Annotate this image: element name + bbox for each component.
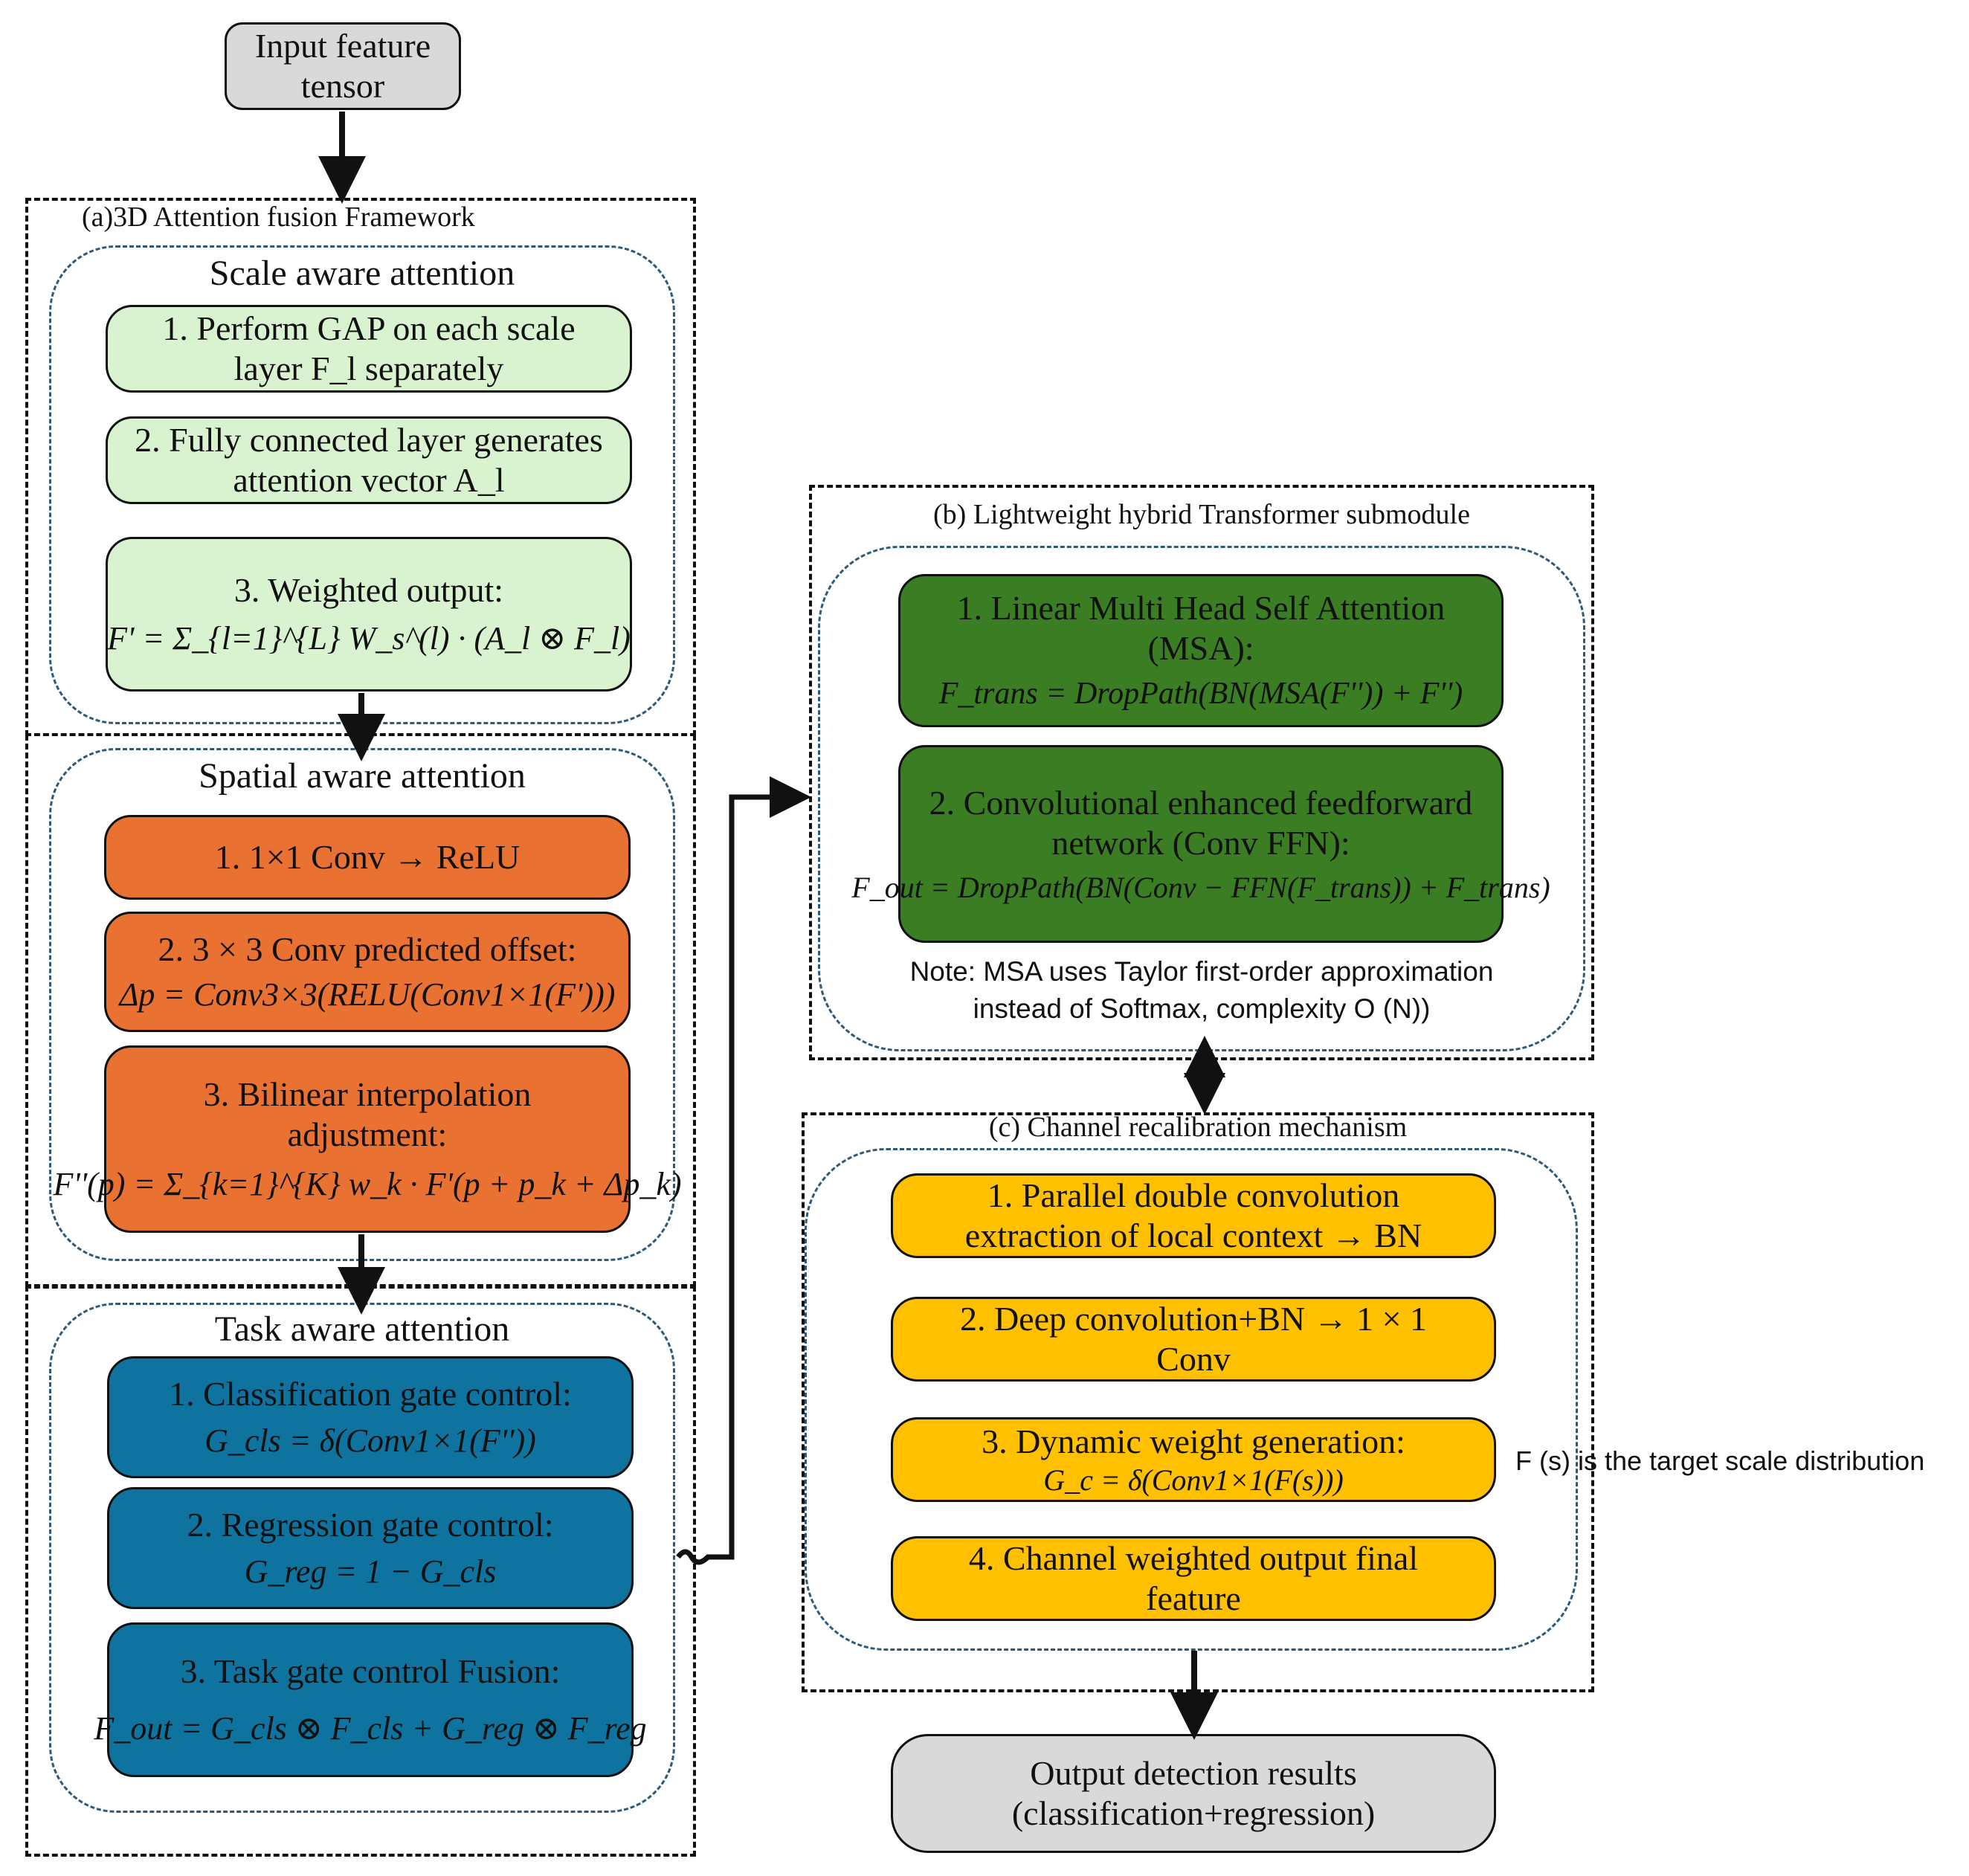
- framework-a-title: (a)3D Attention fusion Framework: [82, 202, 475, 233]
- spatial-aware-title: Spatial aware attention: [199, 756, 526, 796]
- channel-group: [805, 1148, 1578, 1651]
- channel-step-2: 2. Deep convolution+BN → 1 × 1 Conv: [891, 1297, 1496, 1382]
- task-step-3-text: 3. Task gate control Fusion:: [180, 1651, 561, 1690]
- scale-step-3-eq: F' = Σ_{l=1}^{L} W_s^(l) · (A_l ⊗ F_l): [107, 620, 631, 657]
- task-aware-title: Task aware attention: [214, 1309, 510, 1349]
- transformer-step-2: 2. Convolutional enhanced feedforward ne…: [851, 745, 1550, 943]
- channel-step-2-text: 2. Deep convolution+BN → 1 × 1 Conv: [959, 1299, 1428, 1378]
- channel-step-4-text: 4. Channel weighted output final feature: [968, 1538, 1419, 1617]
- transformer-step-1-text: 1. Linear Multi Head Self Attention (MSA…: [956, 588, 1446, 668]
- input-label: Input feature tensor: [254, 26, 431, 105]
- scale-step-2: 2. Fully connected layer generates atten…: [106, 416, 632, 504]
- task-step-3: 3. Task gate control Fusion: F_out = G_c…: [94, 1622, 647, 1777]
- spatial-step-1-text: 1. 1×1 Conv → ReLU: [214, 837, 521, 876]
- task-step-1-text: 1. Classification gate control:: [169, 1374, 572, 1413]
- channel-step-1-text: 1. Parallel double convolution extractio…: [964, 1176, 1422, 1254]
- scale-step-3-text: 3. Weighted output:: [233, 570, 504, 609]
- channel-side-note: F (s) is the target scale distribution: [1515, 1445, 1925, 1476]
- transformer-step-2-eq: F_out = DropPath(BN(Conv − FFN(F_trans))…: [851, 870, 1550, 904]
- framework-c-title: (c) Channel recalibration mechanism: [988, 1112, 1408, 1143]
- transformer-note: Note: MSA uses Taylor first-order approx…: [909, 956, 1494, 1024]
- transformer-step-1: 1. Linear Multi Head Self Attention (MSA…: [898, 574, 1504, 727]
- channel-step-3: 3. Dynamic weight generation: G_c = δ(Co…: [891, 1417, 1496, 1502]
- spatial-step-3: 3. Bilinear interpolation adjustment: F'…: [53, 1045, 682, 1233]
- channel-step-1: 1. Parallel double convolution extractio…: [891, 1173, 1496, 1258]
- spatial-step-1: 1. 1×1 Conv → ReLU: [104, 815, 631, 900]
- scale-step-1-text: 1. Perform GAP on each scale layer F_l s…: [162, 309, 576, 387]
- scale-aware-title: Scale aware attention: [209, 254, 515, 293]
- scale-step-3: 3. Weighted output: F' = Σ_{l=1}^{L} W_s…: [106, 537, 632, 692]
- framework-b-title: (b) Lightweight hybrid Transformer submo…: [933, 499, 1470, 530]
- spatial-step-2-eq: Δp = Conv3×3(RELU(Conv1×1(F'))): [119, 976, 616, 1013]
- spatial-step-3-text: 3. Bilinear interpolation adjustment:: [203, 1074, 532, 1154]
- task-step-2: 2. Regression gate control: G_reg = 1 − …: [107, 1487, 634, 1609]
- transformer-step-1-eq: F_trans = DropPath(BN(MSA(F'')) + F''): [938, 677, 1463, 712]
- spatial-step-2: 2. 3 × 3 Conv predicted offset: Δp = Con…: [104, 912, 631, 1032]
- scale-step-1: 1. Perform GAP on each scale layer F_l s…: [106, 305, 632, 393]
- channel-step-3-eq: G_c = δ(Conv1×1(F(s))): [1043, 1463, 1344, 1497]
- task-step-2-text: 2. Regression gate control:: [187, 1505, 554, 1544]
- output-label: Output detection results (classification…: [1011, 1753, 1376, 1832]
- transformer-step-2-text: 2. Convolutional enhanced feedforward ne…: [929, 784, 1473, 863]
- spatial-step-2-text: 2. 3 × 3 Conv predicted offset:: [158, 929, 577, 968]
- arrow-task-to-transformer: [676, 776, 811, 1565]
- output-node: Output detection results (classification…: [891, 1734, 1496, 1853]
- task-step-3-eq: F_out = G_cls ⊗ F_cls + G_reg ⊗ F_reg: [94, 1710, 647, 1747]
- task-step-2-eq: G_reg = 1 − G_cls: [244, 1553, 497, 1590]
- task-step-1-eq: G_cls = δ(Conv1×1(F'')): [204, 1422, 536, 1460]
- scale-step-2-text: 2. Fully connected layer generates atten…: [135, 420, 603, 499]
- spatial-step-3-eq: F''(p) = Σ_{k=1}^{K} w_k · F'(p + p_k + …: [53, 1166, 682, 1203]
- input-node: Input feature tensor: [225, 22, 461, 110]
- channel-step-3-text: 3. Dynamic weight generation:: [982, 1422, 1405, 1461]
- task-step-1: 1. Classification gate control: G_cls = …: [107, 1356, 634, 1478]
- channel-step-4: 4. Channel weighted output final feature: [891, 1536, 1496, 1621]
